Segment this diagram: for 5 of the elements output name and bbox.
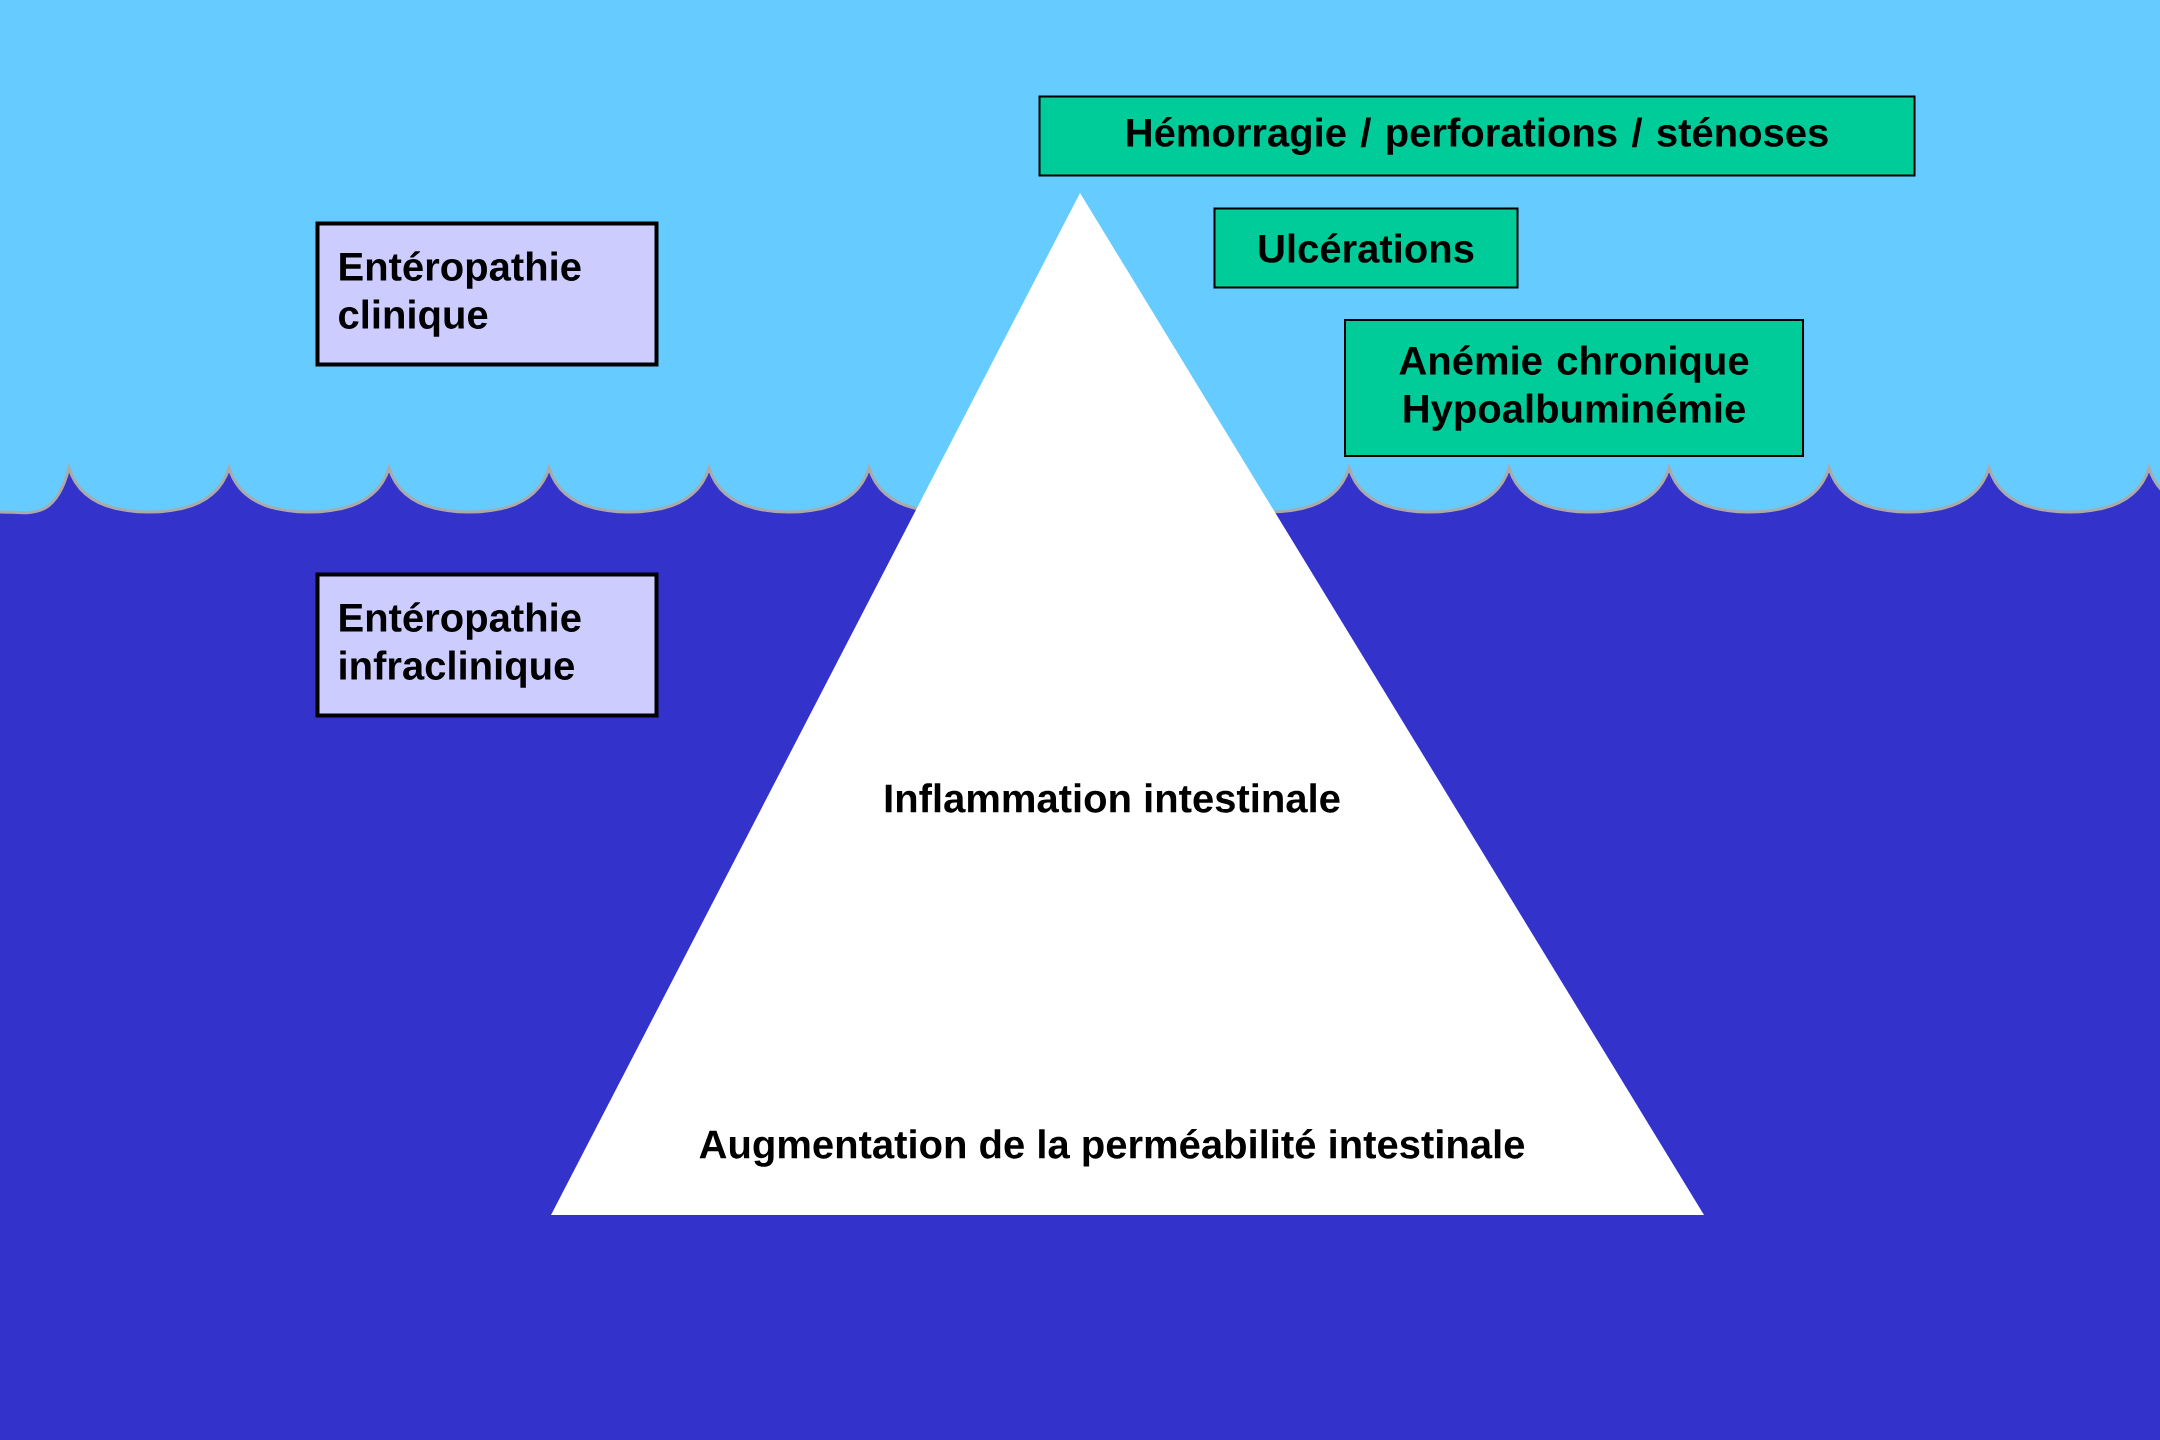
label-box: Entéropathie infraclinique — [315, 572, 659, 718]
label-box: Ulcérations — [1213, 207, 1519, 289]
label-box: Anémie chronique Hypoalbuminémie — [1344, 319, 1805, 457]
label-box: Hémorragie / perforations / sténoses — [1038, 95, 1916, 177]
label-box: Entéropathie clinique — [315, 221, 659, 367]
